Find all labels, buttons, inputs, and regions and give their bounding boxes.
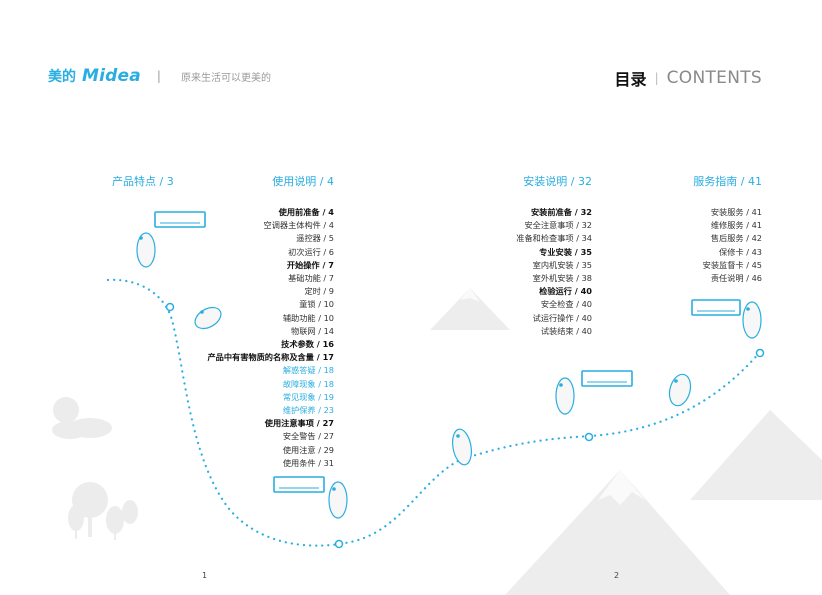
page-number-left: 1 [202, 571, 208, 580]
header-separator: | [156, 69, 161, 83]
toc-entry[interactable]: 试装结束 / 40 [540, 325, 592, 336]
brand-cn: 美的 [48, 69, 76, 85]
usage-toc-list: 使用前准备 / 4 空调器主体构件 / 4 遥控器 / 5 初次运行 / 6 开始操作 … [207, 206, 334, 470]
toc-entry[interactable]: 使用注意事项 / 27 [264, 418, 334, 429]
toc-entry[interactable]: 童锁 / 10 [299, 299, 334, 310]
title-separator: | [654, 71, 659, 85]
toc-entry[interactable]: 常见现象 / 19 [282, 391, 334, 402]
tree-icon [68, 482, 138, 540]
toc-entry[interactable]: 安装监督卡 / 45 [702, 259, 762, 270]
toc-entry[interactable]: 安装服务 / 41 [710, 207, 762, 217]
toc-entry[interactable]: 售后服务 / 42 [710, 233, 762, 244]
toc-entry[interactable]: 安全警告 / 27 [282, 431, 334, 442]
brand-header: 美的 Midea | 原来生活可以更美的 [48, 66, 271, 86]
toc-entry[interactable]: 准备和检查事项 / 34 [516, 233, 592, 244]
section-usage[interactable]: 使用说明 / 4 [272, 175, 334, 188]
toc-entry[interactable]: 物联网 / 14 [291, 325, 334, 336]
toc-entry[interactable]: 技术参数 / 16 [281, 339, 334, 350]
title-cn: 目录 [614, 70, 647, 89]
toc-entry[interactable]: 基础功能 / 7 [288, 273, 334, 284]
toc-entry[interactable]: 定时 / 9 [304, 286, 334, 297]
toc-entry[interactable]: 遥控器 / 5 [296, 233, 334, 244]
toc-entry[interactable]: 使用注意 / 29 [282, 444, 334, 455]
toc-entry[interactable]: 辅助功能 / 10 [282, 312, 334, 323]
page-title: 目录 | CONTENTS [615, 66, 762, 90]
toc-entry[interactable]: 安全检查 / 40 [540, 299, 592, 310]
toc-entry[interactable]: 维修服务 / 41 [710, 220, 762, 231]
section-service[interactable]: 服务指南 / 41 [693, 175, 762, 188]
toc-entry[interactable]: 责任说明 / 46 [710, 273, 762, 284]
toc-entry[interactable]: 保修卡 / 43 [719, 246, 762, 257]
toc-entry[interactable]: 故障现象 / 18 [282, 378, 334, 389]
mascot-icon [136, 232, 762, 519]
title-en: CONTENTS [666, 68, 762, 88]
toc-entry[interactable]: 室外机安装 / 38 [532, 273, 592, 284]
brand-slogan: 原来生活可以更美的 [180, 72, 271, 84]
toc-entry[interactable]: 使用条件 / 31 [282, 457, 334, 468]
toc-entry[interactable]: 空调器主体构件 / 4 [263, 220, 335, 231]
toc-entry[interactable]: 检验运行 / 40 [539, 286, 592, 297]
toc-entry[interactable]: 安装前准备 / 32 [530, 207, 592, 217]
install-toc-list: 安装前准备 / 32 安全注意事项 / 32 准备和检查事项 / 34 专业安装 / … [516, 206, 592, 338]
toc-entry[interactable]: 维护保养 / 23 [282, 405, 334, 416]
toc-entry[interactable]: 解惑答疑 / 18 [282, 365, 334, 376]
section-features[interactable]: 产品特点 / 3 [112, 175, 174, 188]
toc-entry[interactable]: 产品中有害物质的名称及含量 / 17 [207, 352, 334, 363]
midea-logo: Midea [82, 66, 141, 86]
toc-entry[interactable]: 使用前准备 / 4 [278, 207, 334, 217]
toc-entry[interactable]: 初次运行 / 6 [288, 246, 334, 257]
toc-entry[interactable]: 室内机安装 / 35 [532, 259, 592, 270]
toc-entry[interactable]: 专业安装 / 35 [539, 246, 592, 257]
toc-entry[interactable]: 试运行操作 / 40 [532, 312, 592, 323]
mountain-icon [430, 288, 822, 595]
path-node-icon [165, 302, 765, 549]
section-install[interactable]: 安装说明 / 32 [523, 175, 592, 188]
toc-entry[interactable]: 开始操作 / 7 [286, 259, 334, 270]
page-number-right: 2 [614, 571, 620, 580]
service-toc-list: 安装服务 / 41 维修服务 / 41 售后服务 / 42 保修卡 / 43 安装监督卡… [703, 206, 762, 285]
toc-entry[interactable]: 安全注意事项 / 32 [524, 220, 592, 231]
sun-icon [52, 397, 112, 439]
